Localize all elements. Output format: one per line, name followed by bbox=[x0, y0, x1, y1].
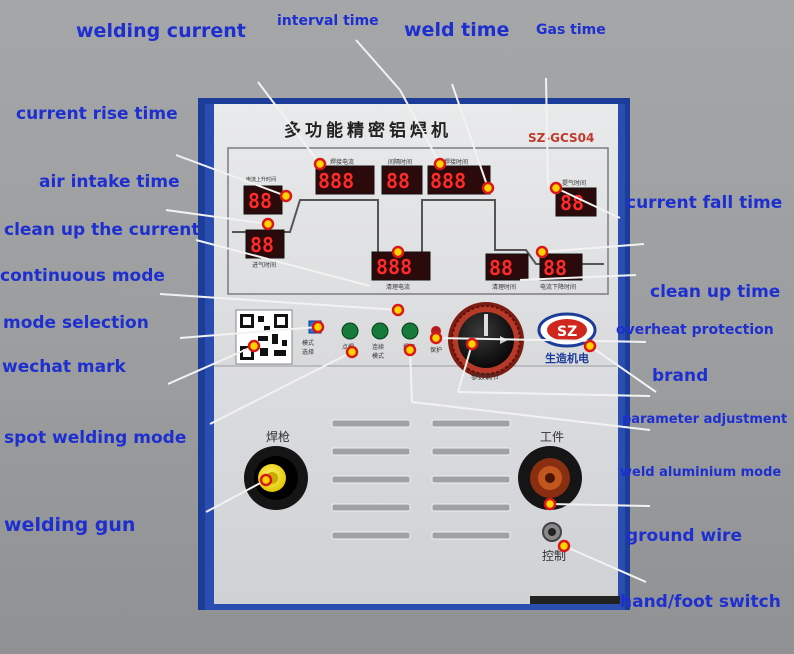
panel-label-intake-time: 进气时间 bbox=[252, 262, 277, 269]
protection-led bbox=[431, 326, 441, 336]
panel-label-cleanup-time: 清理时间 bbox=[492, 284, 517, 291]
parameter-knob bbox=[448, 302, 524, 378]
svg-text:SZ: SZ bbox=[557, 324, 577, 340]
led-cleanup-time bbox=[485, 253, 529, 281]
panel-label-fall-time: 电流下降时间 bbox=[540, 284, 577, 291]
svg-text:888: 888 bbox=[376, 255, 412, 279]
panel-label-control: 控制 bbox=[542, 549, 567, 563]
callout-wechat-mark: wechat mark bbox=[2, 357, 126, 377]
spot-mode-button bbox=[341, 322, 359, 340]
callout-mode-selection: mode selection bbox=[3, 313, 149, 333]
panel-label-aluminium: 焊铝 bbox=[403, 344, 416, 351]
callout-brand: brand bbox=[652, 366, 709, 386]
svg-text:88: 88 bbox=[560, 191, 584, 215]
aluminium-mode-button bbox=[401, 322, 419, 340]
callout-ground-wire: ground wire bbox=[626, 526, 742, 546]
callout-welding-gun: welding gun bbox=[4, 514, 136, 536]
svg-text:88: 88 bbox=[489, 256, 513, 280]
panel-label-rise-time: 电流上升时间 bbox=[246, 177, 277, 183]
led-weld-current bbox=[315, 165, 375, 195]
brand-name-cn: 生造机电 bbox=[545, 352, 589, 365]
callout-gas-time: Gas time bbox=[536, 22, 606, 38]
model-number: SZ-GCS04 bbox=[528, 131, 595, 145]
callout-current-rise-time: current rise time bbox=[16, 104, 178, 124]
callout-clean-up-time: clean up time bbox=[650, 282, 781, 302]
control-connector bbox=[542, 522, 562, 542]
callout-current-fall-time: current fall time bbox=[626, 193, 783, 213]
panel-label-continuous: 连续模式 bbox=[372, 344, 385, 360]
svg-text:88: 88 bbox=[248, 189, 272, 213]
callout-hand-foot-switch: hand/foot switch bbox=[620, 592, 781, 612]
machine-title: 多功能精密铝焊机 bbox=[284, 121, 452, 141]
panel-label-mode-select: 模式选择 bbox=[302, 340, 315, 356]
callout-continuous-mode: continuous mode bbox=[0, 266, 165, 286]
svg-text:88: 88 bbox=[543, 256, 567, 280]
panel-label-gun: 焊枪 bbox=[266, 430, 291, 444]
svg-text:888: 888 bbox=[430, 169, 466, 193]
callout-clean-up-current: clean up the current bbox=[4, 220, 200, 240]
svg-text:88: 88 bbox=[250, 233, 274, 257]
callout-overheat-protection: overheat protection bbox=[616, 322, 774, 338]
callout-welding-current: welding current bbox=[76, 20, 246, 42]
callout-weld-time: weld time bbox=[404, 19, 510, 41]
panel-label-protection: 保护 bbox=[430, 347, 443, 354]
welding-gun-socket bbox=[244, 446, 308, 510]
brand-logo: SZ bbox=[537, 312, 597, 348]
callout-spot-welding-mode: spot welding mode bbox=[4, 428, 187, 448]
callout-interval-time: interval time bbox=[277, 13, 379, 29]
mode-select-button bbox=[308, 320, 322, 334]
panel-label-interval-time: 间隔时间 bbox=[388, 159, 413, 166]
callout-weld-aluminium-mode: weld aluminium mode bbox=[620, 465, 782, 480]
panel-label-gas-time: 提气时间 bbox=[562, 180, 587, 187]
callout-air-intake-time: air intake time bbox=[39, 172, 180, 192]
led-interval-time bbox=[381, 165, 423, 195]
panel-label-cleanup-current: 清理电流 bbox=[386, 284, 411, 291]
callout-parameter-adjustment: parameter adjustment bbox=[622, 412, 788, 427]
panel-label-param-adjust: 参数调节 bbox=[471, 373, 499, 381]
qr-code bbox=[235, 309, 293, 365]
panel-label-workpiece: 工件 bbox=[540, 430, 565, 444]
process-graph-line bbox=[232, 199, 604, 267]
panel-label-weld-current: 焊接电流 bbox=[330, 159, 355, 166]
ground-wire-socket bbox=[518, 446, 582, 510]
panel-label-weld-time: 焊接时间 bbox=[444, 159, 469, 166]
svg-text:888: 888 bbox=[318, 169, 354, 193]
svg-text:88: 88 bbox=[386, 169, 410, 193]
continuous-mode-button bbox=[371, 322, 389, 340]
vent-slots bbox=[331, 419, 511, 540]
panel-label-spot: 点焊 bbox=[342, 344, 355, 351]
